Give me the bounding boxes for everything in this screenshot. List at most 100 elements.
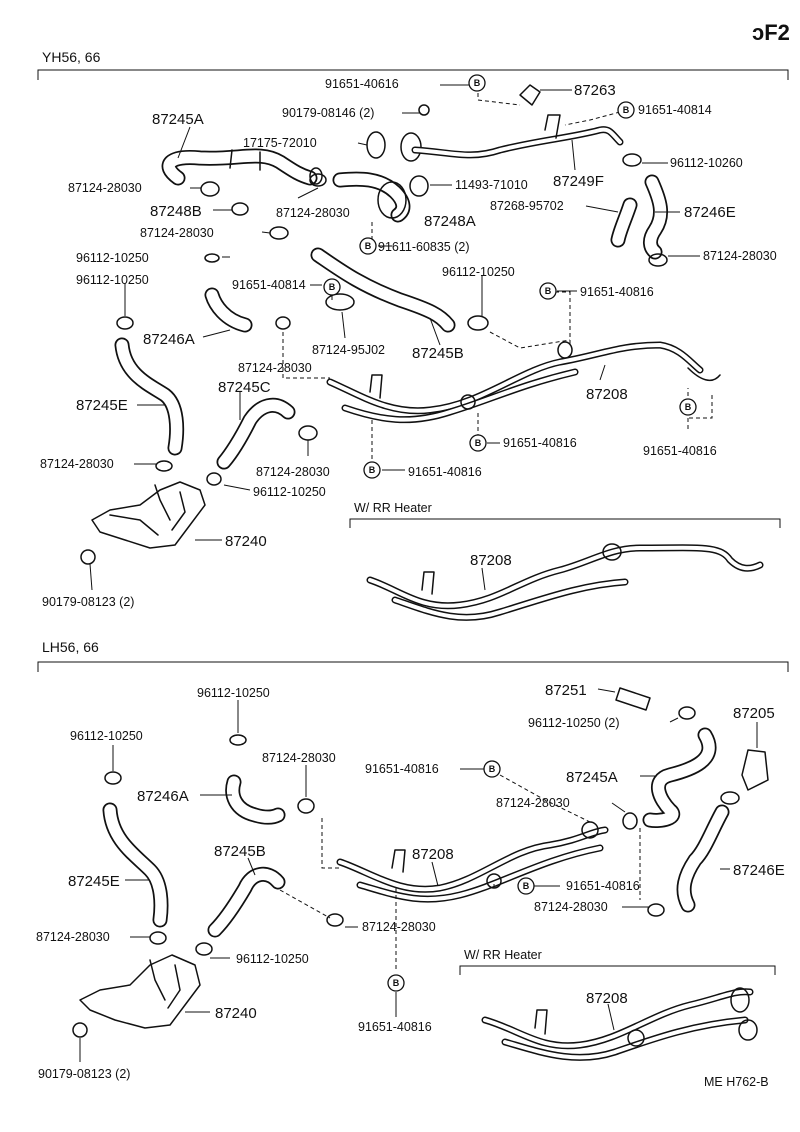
svg-text:B: B <box>475 438 482 448</box>
svg-text:B: B <box>369 465 376 475</box>
part-label: 91651-40814 <box>638 103 712 117</box>
subsection-title-bottom: W/ RR Heater <box>464 948 542 962</box>
part-label: 87251 <box>545 682 587 699</box>
top-part-labels: 91651-40616 87263 91651-40814 90179-0814… <box>40 77 777 609</box>
part-label: 90179-08123 (2) <box>42 595 134 609</box>
part-label: 87245E <box>68 873 120 890</box>
part-label: 87245A <box>566 769 618 786</box>
part-label: 87124-28030 <box>68 181 142 195</box>
svg-text:B: B <box>365 241 372 251</box>
part-label: 91651-40816 <box>365 762 439 776</box>
part-label: 96112-10250 <box>76 251 149 265</box>
part-label: 87124-28030 <box>276 206 350 220</box>
part-label: 96112-10250 <box>442 265 515 279</box>
part-label: 91651-40816 <box>580 285 654 299</box>
part-label: 87208 <box>586 990 628 1007</box>
part-label: 87124-28030 <box>256 465 330 479</box>
part-label: 87248B <box>150 203 202 220</box>
bolt-symbol: B <box>617 101 635 119</box>
svg-text:B: B <box>474 78 481 88</box>
bolt-symbol: B <box>363 461 381 479</box>
part-label: 91651-40616 <box>325 77 399 91</box>
svg-text:B: B <box>545 286 552 296</box>
part-label: 96112-10250 (2) <box>528 716 620 730</box>
part-label: 91651-40816 <box>503 436 577 450</box>
part-label: 87249F <box>553 173 604 190</box>
bolt-symbol: B <box>679 398 697 416</box>
part-label: 96112-10250 <box>253 485 326 499</box>
part-label: 87124-28030 <box>238 361 312 375</box>
bolt-symbols: B B B B B B B B B B B <box>323 74 697 992</box>
part-label: 96112-10250 <box>70 729 143 743</box>
part-label: 96112-10250 <box>236 952 309 966</box>
part-label: 90179-08123 (2) <box>38 1067 130 1081</box>
part-label: 87240 <box>215 1005 257 1022</box>
part-label: 87246A <box>143 331 195 348</box>
part-label: 91651-40816 <box>643 444 717 458</box>
bolt-symbol: B <box>387 974 405 992</box>
part-label: 87124-28030 <box>140 226 214 240</box>
bolt-symbol: B <box>359 237 377 255</box>
part-label: 11493-71010 <box>455 178 528 192</box>
part-label: 87124-28030 <box>496 796 570 810</box>
drawing-code: ME H762-B <box>704 1075 769 1089</box>
svg-text:B: B <box>329 282 336 292</box>
svg-text:B: B <box>393 978 400 988</box>
part-label: 91651-40816 <box>358 1020 432 1034</box>
svg-text:B: B <box>489 764 496 774</box>
part-label: 17175-72010 <box>243 136 317 150</box>
part-label: 91651-40814 <box>232 278 306 292</box>
subsection-frame-top <box>349 518 781 528</box>
part-label: 87245C <box>218 379 271 396</box>
bolt-symbol: B <box>469 434 487 452</box>
part-label: 87263 <box>574 82 616 99</box>
section-frame-yh <box>37 69 789 80</box>
part-label: 87124-28030 <box>534 900 608 914</box>
part-label: 96112-10250 <box>197 686 270 700</box>
part-label: 87246A <box>137 788 189 805</box>
part-label: 87246E <box>684 204 736 221</box>
part-label: 87208 <box>586 386 628 403</box>
section-frame-lh <box>37 661 789 672</box>
part-label: 87124-95J02 <box>312 343 385 357</box>
bolt-symbol: B <box>517 877 535 895</box>
part-label: 87245B <box>214 843 266 860</box>
bottom-parts <box>72 687 769 1061</box>
subsection-title-top: W/ RR Heater <box>354 501 432 515</box>
page-mark: ɔF2 <box>752 20 790 45</box>
part-label: 87208 <box>412 846 454 863</box>
subsection-frame-bottom <box>459 965 776 975</box>
part-label: 87245E <box>76 397 128 414</box>
part-label: 87246E <box>733 862 785 879</box>
part-label: 87240 <box>225 533 267 550</box>
part-label: 91611-60835 (2) <box>378 240 470 254</box>
svg-text:B: B <box>623 105 630 115</box>
part-label: 87245A <box>152 111 204 128</box>
part-label: 87205 <box>733 705 775 722</box>
part-label: 87268-95702 <box>490 199 564 213</box>
part-label: 87245B <box>412 345 464 362</box>
bolt-symbol: B <box>483 760 501 778</box>
part-label: 87124-28030 <box>262 751 336 765</box>
top-parts <box>80 84 764 621</box>
part-label: 87208 <box>470 552 512 569</box>
part-label: 91651-40816 <box>566 879 640 893</box>
part-label: 87248A <box>424 213 476 230</box>
leader-lines <box>79 84 758 1062</box>
part-label: 96112-10260 <box>670 156 743 170</box>
section-title-lh: LH56, 66 <box>42 639 99 655</box>
part-label: 87124-28030 <box>362 920 436 934</box>
bolt-symbol: B <box>539 282 557 300</box>
svg-text:B: B <box>523 881 530 891</box>
part-label: 87124-28030 <box>703 249 777 263</box>
part-label: 91651-40816 <box>408 465 482 479</box>
part-label: 90179-08146 (2) <box>282 106 374 120</box>
part-label: 96112-10250 <box>76 273 149 287</box>
svg-text:B: B <box>685 402 692 412</box>
bottom-part-labels: 87251 96112-10250 96112-10250 (2) 87205 … <box>36 682 785 1081</box>
bolt-symbol: B <box>323 278 341 296</box>
bolt-symbol: B <box>468 74 486 92</box>
part-label: 87124-28030 <box>36 930 110 944</box>
section-title-yh: YH56, 66 <box>42 49 101 65</box>
